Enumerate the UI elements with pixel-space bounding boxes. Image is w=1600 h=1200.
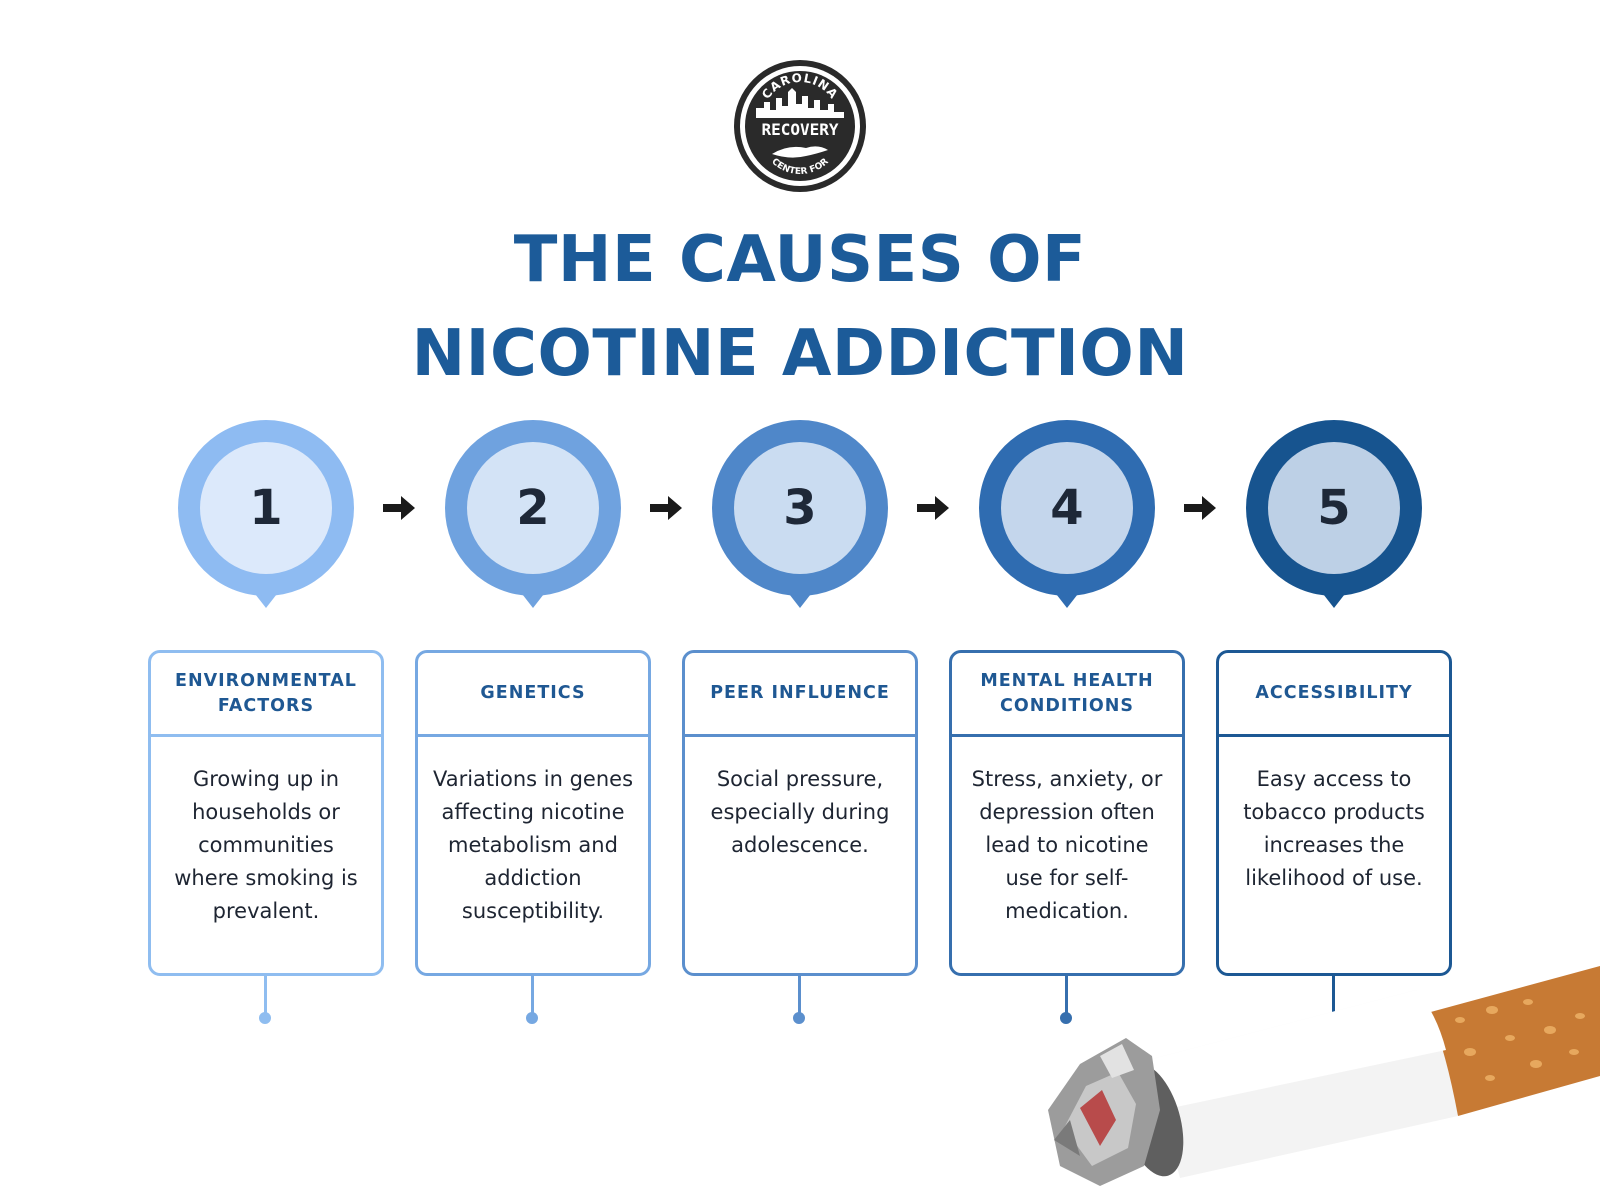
page-title-line-2: NICOTINE ADDICTION bbox=[411, 317, 1189, 391]
cause-card: PEER INFLUENCE Social pressure, especial… bbox=[682, 650, 918, 976]
cause-heading: ENVIRONMENTAL FACTORS bbox=[151, 653, 381, 737]
connector-dot bbox=[1060, 1012, 1072, 1024]
arrow-right-icon bbox=[1184, 496, 1216, 520]
connector-line bbox=[531, 976, 534, 1014]
cause-heading: MENTAL HEALTH CONDITIONS bbox=[952, 653, 1182, 737]
connector-line bbox=[798, 976, 801, 1014]
cause-card: ACCESSIBILITY Easy access to tobacco pro… bbox=[1216, 650, 1452, 976]
cause-card: MENTAL HEALTH CONDITIONS Stress, anxiety… bbox=[949, 650, 1185, 976]
step-5: 5 ACCESSIBILITY Easy access to tobacco p… bbox=[1216, 418, 1452, 1038]
connector-line bbox=[1332, 976, 1335, 1014]
step-2: 2 GENETICS Variations in genes affecting… bbox=[415, 418, 651, 1038]
step-number: 3 bbox=[783, 480, 817, 536]
step-number: 2 bbox=[516, 480, 550, 536]
connector-dot bbox=[793, 1012, 805, 1024]
step-4-pin: 4 bbox=[977, 418, 1157, 618]
step-1: 1 ENVIRONMENTAL FACTORS Growing up in ho… bbox=[148, 418, 384, 1038]
cause-description: Social pressure, especially during adole… bbox=[710, 767, 890, 857]
cause-description: Easy access to tobacco products increase… bbox=[1243, 767, 1425, 890]
step-number: 4 bbox=[1050, 480, 1084, 536]
cause-description: Stress, anxiety, or depression often lea… bbox=[971, 767, 1163, 923]
arrow-right-icon bbox=[383, 496, 415, 520]
cause-heading: PEER INFLUENCE bbox=[685, 653, 915, 737]
step-3-pin: 3 bbox=[710, 418, 890, 618]
cause-heading: ACCESSIBILITY bbox=[1219, 653, 1449, 737]
page-title-line-1: THE CAUSES OF bbox=[513, 223, 1087, 297]
cigarette-illustration bbox=[1048, 966, 1600, 1186]
cause-description: Growing up in households or communities … bbox=[174, 767, 358, 923]
step-number: 1 bbox=[249, 480, 283, 536]
svg-text:RECOVERY: RECOVERY bbox=[761, 120, 838, 139]
cause-card: ENVIRONMENTAL FACTORS Growing up in hous… bbox=[148, 650, 384, 976]
connector-dot bbox=[526, 1012, 538, 1024]
connector-dot bbox=[259, 1012, 271, 1024]
step-1-pin: 1 bbox=[176, 418, 356, 618]
cause-heading: GENETICS bbox=[418, 653, 648, 737]
arrow-right-icon bbox=[917, 496, 949, 520]
cause-description: Variations in genes affecting nicotine m… bbox=[432, 767, 634, 923]
carolina-recovery-logo: RECOVERY CAROLINA CENTER FOR bbox=[734, 60, 866, 192]
arrow-right-icon bbox=[650, 496, 682, 520]
step-number: 5 bbox=[1317, 480, 1351, 536]
step-3: 3 PEER INFLUENCE Social pressure, especi… bbox=[682, 418, 918, 1038]
step-2-pin: 2 bbox=[443, 418, 623, 618]
connector-line bbox=[1065, 976, 1068, 1014]
step-5-pin: 5 bbox=[1244, 418, 1424, 618]
cause-card: GENETICS Variations in genes affecting n… bbox=[415, 650, 651, 976]
step-4: 4 MENTAL HEALTH CONDITIONS Stress, anxie… bbox=[949, 418, 1185, 1038]
connector-line bbox=[264, 976, 267, 1014]
